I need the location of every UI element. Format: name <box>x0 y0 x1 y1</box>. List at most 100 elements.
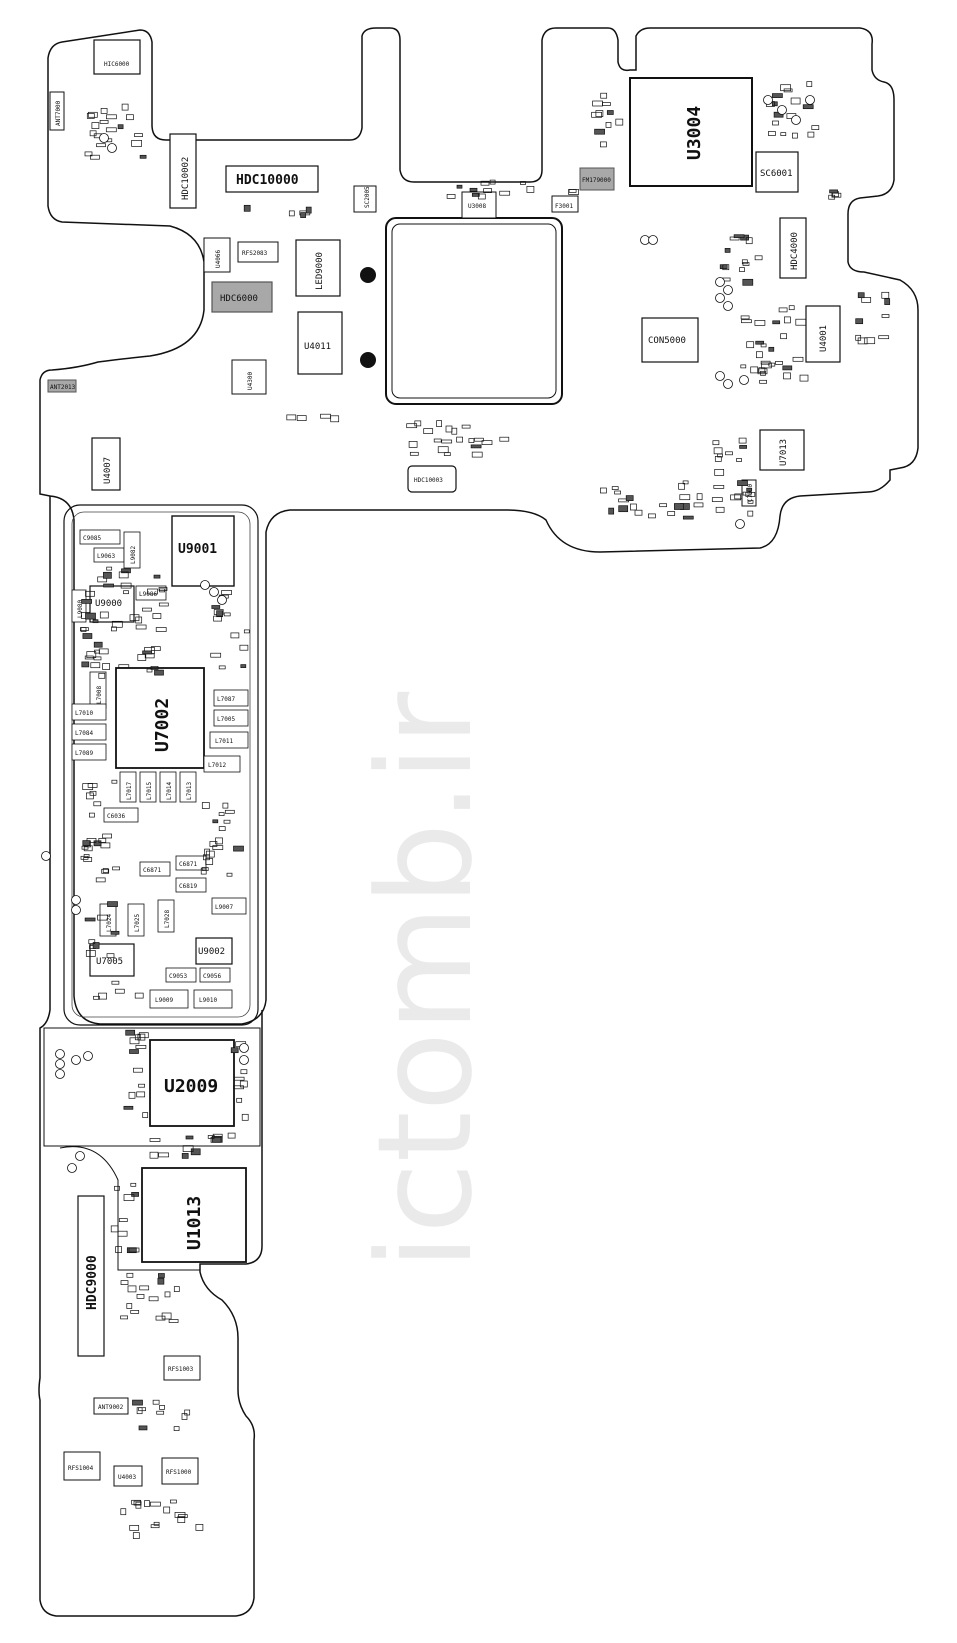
svg-text:SC2005: SC2005 <box>364 186 371 208</box>
smd-pad <box>150 1501 161 1507</box>
svg-text:C6871: C6871 <box>179 861 197 868</box>
smd-pad <box>768 362 776 367</box>
smd-pad <box>98 838 107 843</box>
svg-text:L7028: L7028 <box>164 910 171 928</box>
smd-pad <box>93 656 102 661</box>
smd-pad <box>239 644 249 651</box>
via-ring <box>55 1049 65 1059</box>
svg-text:U3004: U3004 <box>684 106 705 160</box>
smd-pad <box>423 428 434 434</box>
smd-pad <box>111 626 117 632</box>
smd-pad <box>139 154 147 159</box>
smd-pad <box>451 427 458 435</box>
smd-pad <box>648 513 656 519</box>
svg-text:U9002: U9002 <box>198 947 225 957</box>
smd-pad <box>296 415 307 421</box>
smd-pad <box>93 840 102 847</box>
svg-text:U4003: U4003 <box>118 1474 136 1481</box>
smd-pad <box>446 194 456 199</box>
smd-pad <box>218 665 226 670</box>
smd-pad <box>106 114 117 120</box>
smd-pad <box>82 840 91 846</box>
smd-pad <box>286 414 297 421</box>
smd-pad <box>205 850 215 858</box>
svg-text:U7002: U7002 <box>152 698 173 752</box>
smd-pad <box>114 1185 120 1191</box>
smd-pad <box>121 568 131 574</box>
connector-con5000: CON5000 <box>641 317 699 363</box>
via-ring <box>777 105 787 115</box>
smd-pad <box>734 493 743 500</box>
smd-pad <box>103 583 114 588</box>
smd-pad <box>739 267 745 272</box>
smd-pad <box>95 877 106 883</box>
chip-hic6000: HIC6000 <box>93 39 141 75</box>
smd-pad <box>102 833 112 839</box>
smd-pad <box>134 1034 141 1041</box>
mounting-dot-upper <box>360 267 376 283</box>
svg-text:ANT2013: ANT2013 <box>50 384 76 391</box>
smd-pad <box>111 620 123 628</box>
smd-pad-field <box>80 81 891 1539</box>
smd-pad <box>142 650 152 655</box>
smd-pad <box>88 939 96 945</box>
smd-pad <box>223 612 231 617</box>
smd-pad <box>93 801 102 807</box>
smd-pad <box>811 125 820 130</box>
smd-pad <box>138 1083 145 1088</box>
via-ring <box>67 1163 77 1173</box>
svg-text:U2009: U2009 <box>164 1076 218 1097</box>
smd-pad <box>101 868 110 874</box>
smd-pad <box>158 602 169 607</box>
mounting-dot-lower <box>360 352 376 368</box>
smd-pad <box>173 1286 180 1292</box>
smd-pad <box>780 333 787 340</box>
svg-text:C9085: C9085 <box>83 535 101 542</box>
smd-pad <box>184 1409 191 1416</box>
svg-text:F3001: F3001 <box>555 203 573 210</box>
smd-pad <box>243 629 250 634</box>
chip-u9002: U9002 <box>195 937 233 965</box>
smd-pad <box>212 819 219 824</box>
svg-text:C6819: C6819 <box>179 883 197 890</box>
smd-pad <box>111 980 120 985</box>
smd-pad <box>741 259 748 265</box>
chip-sc6001: SC6001 <box>755 151 799 193</box>
smd-pad <box>110 930 120 935</box>
cpu-area-outline <box>385 217 563 405</box>
via-ring <box>71 895 81 905</box>
smd-pad <box>468 438 475 443</box>
smd-pad <box>106 953 115 959</box>
smd-pad <box>778 307 788 313</box>
smd-pad <box>802 104 814 110</box>
chip-u7002: U7002 <box>115 667 205 769</box>
smd-pad <box>526 186 535 193</box>
lower-trace-outline <box>59 1146 200 1271</box>
svg-text:L7017: L7017 <box>126 782 133 800</box>
smd-pad <box>181 1153 189 1159</box>
smd-pad <box>679 494 691 501</box>
smd-pad <box>168 1319 179 1323</box>
svg-text:U7013: U7013 <box>779 439 789 466</box>
smd-pad <box>780 132 787 136</box>
via-ring <box>735 519 745 529</box>
smd-pad <box>157 1277 165 1285</box>
smd-pad <box>173 1426 180 1431</box>
smd-pad <box>86 651 97 658</box>
via-ring <box>715 277 725 287</box>
svg-text:C6036: C6036 <box>107 813 125 820</box>
smd-pad <box>85 612 96 620</box>
smd-pad <box>159 1405 165 1410</box>
svg-text:L7012: L7012 <box>208 762 226 769</box>
smd-pad <box>137 654 147 661</box>
smd-pad <box>134 992 144 999</box>
smd-pad <box>884 298 891 305</box>
smd-pad <box>330 415 340 423</box>
passive-l7028: L7028 <box>157 899 175 933</box>
smd-pad <box>118 1218 128 1222</box>
smd-pad <box>227 1132 236 1139</box>
smd-pad <box>696 493 703 501</box>
svg-text:CON5000: CON5000 <box>648 336 686 346</box>
smd-pad <box>230 1047 239 1054</box>
smd-pad <box>719 264 728 270</box>
